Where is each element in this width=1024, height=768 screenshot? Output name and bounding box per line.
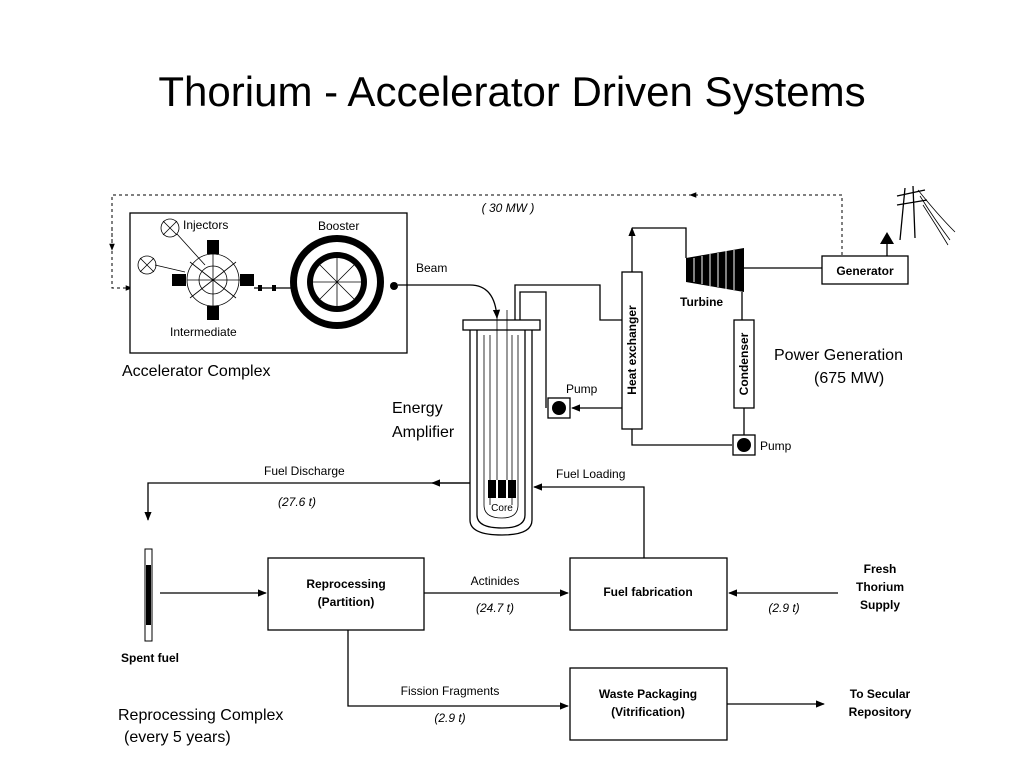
- slide-title: Thorium - Accelerator Driven Systems: [158, 68, 866, 115]
- to-secular-label: To Secular: [850, 687, 911, 701]
- fission-fragments-flow: Fission Fragments (2.9 t): [347, 630, 569, 725]
- vitrification-label: (Vitrification): [611, 705, 685, 719]
- intermediate-label: Intermediate: [170, 325, 237, 339]
- beam-line: Beam: [398, 261, 501, 319]
- energy-amplifier-label-1: Energy: [392, 400, 443, 417]
- accelerator-complex: Injectors Booster Intermediate Accelerat…: [122, 212, 408, 380]
- waste-packaging-box: Waste Packaging (Vitrification) To Secul…: [569, 667, 912, 741]
- power-pylon-icon: [896, 185, 956, 246]
- accelerator-complex-label: Accelerator Complex: [122, 363, 271, 380]
- condenser: Condenser: [733, 319, 755, 435]
- condenser-label: Condenser: [737, 332, 751, 395]
- power-generation-mw: (675 MW): [814, 370, 884, 387]
- primary-pump: Pump: [547, 382, 622, 419]
- partition-label: (Partition): [318, 595, 375, 609]
- fuel-fabrication-box: Fuel fabrication: [569, 557, 728, 631]
- actinides-label: Actinides: [471, 574, 520, 588]
- spent-fuel-rod: Spent fuel: [121, 548, 267, 665]
- energy-amplifier-label-2: Amplifier: [392, 424, 455, 441]
- secondary-pump: Pump: [732, 434, 792, 456]
- waste-packaging-label: Waste Packaging: [599, 687, 697, 701]
- turbine-label: Turbine: [680, 295, 723, 309]
- spent-fuel-label: Spent fuel: [121, 651, 179, 665]
- thorium-label: Thorium: [856, 580, 904, 594]
- fuel-discharge-flow: Fuel Discharge (27.6 t): [144, 464, 470, 521]
- fission-amount: (2.9 t): [434, 711, 465, 725]
- turbine: Turbine: [680, 248, 822, 320]
- booster-ring-icon: [290, 235, 398, 329]
- intermediate-ring-icon: [172, 240, 254, 320]
- actinides-flow: Actinides (24.7 t): [424, 574, 569, 615]
- recirculated-power-loop: ( 30 MW ): [109, 192, 843, 291]
- supply-label: Supply: [860, 598, 900, 612]
- heat-exchanger: Heat exchanger: [621, 227, 732, 446]
- energy-amplifier-vessel: Core: [462, 284, 622, 536]
- fuel-loading-label: Fuel Loading: [556, 467, 625, 481]
- fresh-label: Fresh: [864, 562, 897, 576]
- pump-label-1: Pump: [566, 382, 598, 396]
- generator-label: Generator: [836, 264, 894, 278]
- booster-label: Booster: [318, 219, 359, 233]
- fuel-discharge-amount: (27.6 t): [278, 495, 316, 509]
- reprocessing-box: Reprocessing (Partition): [267, 557, 425, 631]
- fuel-loading-flow: Fuel Loading: [533, 467, 645, 558]
- actinides-amount: (24.7 t): [476, 601, 514, 615]
- injector-icon: [137, 218, 206, 275]
- generator: Generator: [821, 232, 909, 285]
- reprocessing-complex-label: Reprocessing Complex: [118, 707, 283, 724]
- fission-fragments-label: Fission Fragments: [401, 684, 500, 698]
- heat-exchanger-label: Heat exchanger: [625, 305, 639, 395]
- power-generation-label: Power Generation: [774, 347, 903, 364]
- pump-label-2: Pump: [760, 439, 792, 453]
- fuel-fabrication-label: Fuel fabrication: [603, 585, 692, 599]
- recirculated-power-label: ( 30 MW ): [482, 201, 535, 215]
- beam-label: Beam: [416, 261, 447, 275]
- reprocessing-label: Reprocessing: [306, 577, 385, 591]
- core-label: Core: [491, 503, 513, 514]
- fresh-thorium-flow: (2.9 t) Fresh Thorium Supply: [728, 562, 904, 615]
- fuel-discharge-label: Fuel Discharge: [264, 464, 345, 478]
- thorium-amount: (2.9 t): [768, 601, 799, 615]
- repository-label: Repository: [849, 705, 912, 719]
- injectors-label: Injectors: [183, 218, 228, 232]
- reprocessing-frequency-label: (every 5 years): [124, 729, 231, 746]
